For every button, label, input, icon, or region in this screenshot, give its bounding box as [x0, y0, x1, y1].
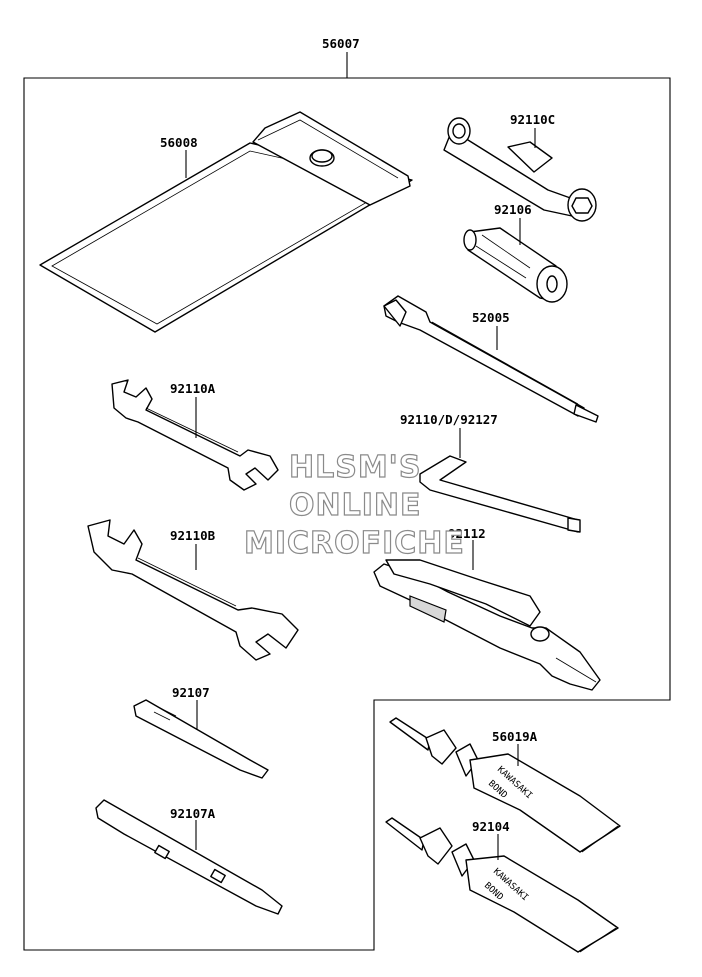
kit-frame	[23, 77, 671, 951]
label-92110-D-92127: 92110/D/92127	[400, 412, 498, 427]
label-92110A: 92110A	[170, 381, 216, 396]
screwdriver	[133, 699, 269, 779]
label-92104: 92104	[472, 819, 510, 834]
label-56019A: 56019A	[492, 729, 538, 744]
label-92107A: 92107A	[170, 806, 216, 821]
pliers	[373, 559, 601, 691]
bond-tube-56019A: KAWASAKI BOND	[389, 717, 621, 853]
label-92112: 92112	[448, 526, 486, 541]
label-92110B: 92110B	[170, 528, 216, 543]
label-52005: 52005	[472, 310, 510, 325]
watermark-line-1: HLSM'S	[289, 450, 421, 485]
watermark: HLSM'S ONLINE MICROFICHE	[243, 449, 465, 561]
tool-pouch	[39, 111, 413, 333]
hex-key	[419, 455, 581, 533]
open-end-wrench-small	[111, 379, 279, 491]
label-56008: 56008	[160, 135, 198, 150]
screwdriver-double-ended	[95, 799, 283, 915]
bond-tube-92104: KAWASAKI BOND	[385, 817, 619, 953]
watermark-line-2: ONLINE	[289, 488, 422, 523]
tommy-bar	[383, 295, 599, 423]
spark-plug-socket	[463, 227, 568, 303]
label-56007: 56007	[322, 36, 360, 51]
label-92106: 92106	[494, 202, 532, 217]
label-92107: 92107	[172, 685, 210, 700]
label-92110C: 92110C	[510, 112, 555, 127]
open-end-wrench-large	[87, 519, 299, 661]
watermark-line-3: MICROFICHE	[244, 526, 465, 561]
box-wrench	[443, 117, 597, 222]
